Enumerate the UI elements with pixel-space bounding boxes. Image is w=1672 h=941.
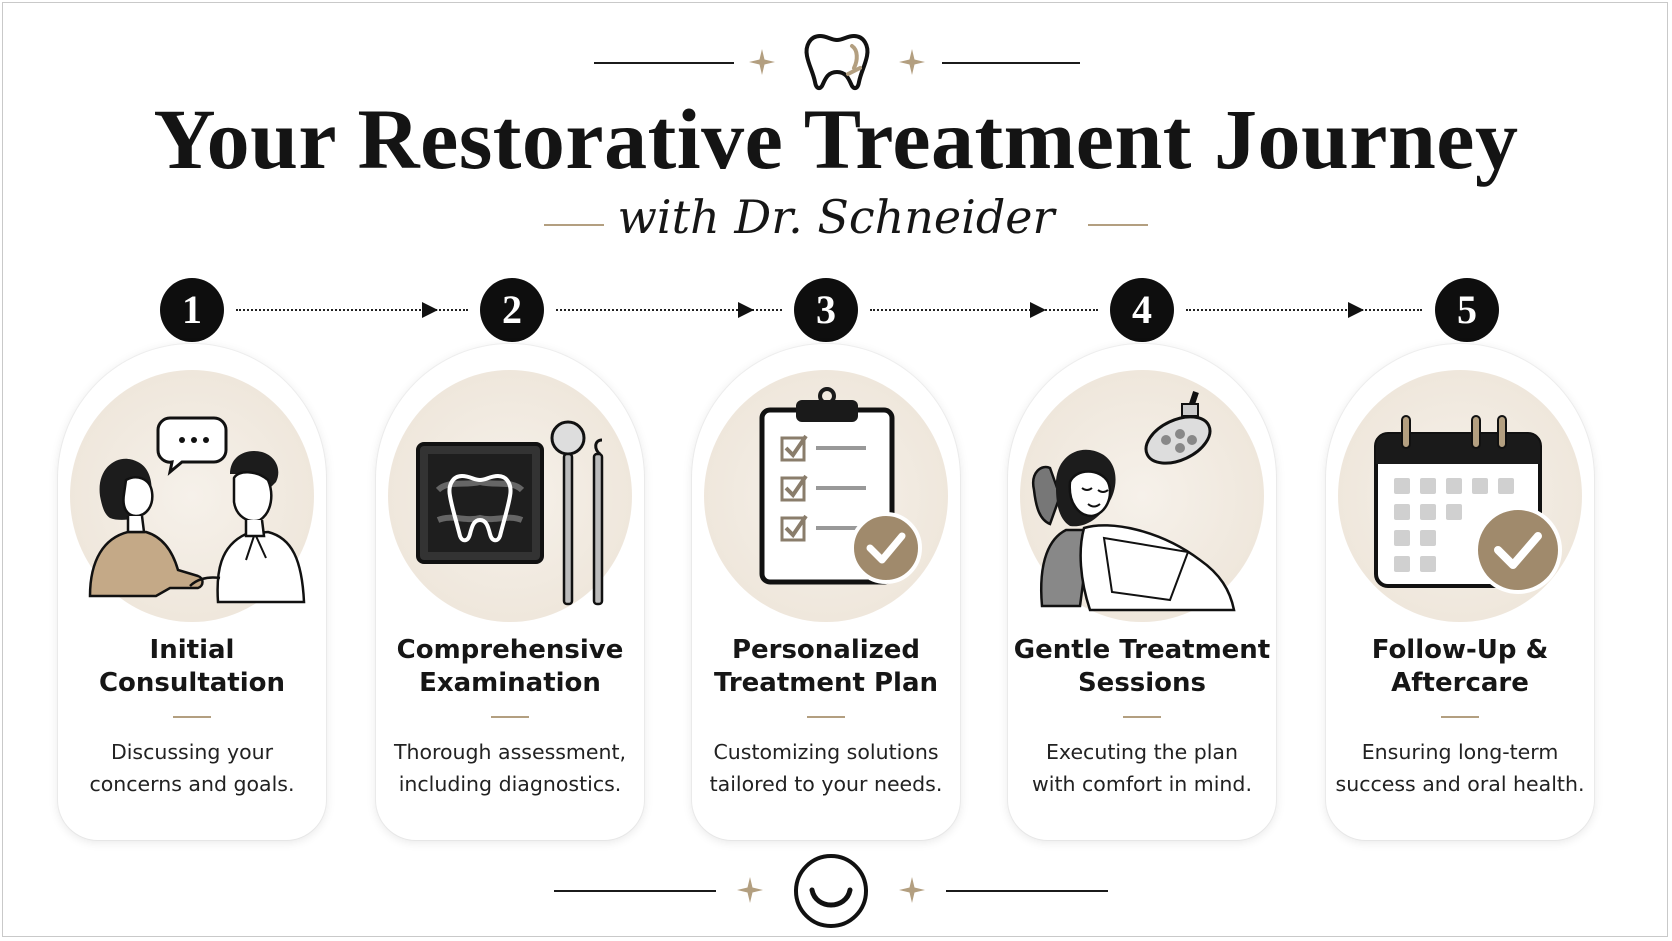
step-connector-3-4: [870, 302, 1098, 318]
title-divider: [1441, 716, 1479, 718]
title-divider: [173, 716, 211, 718]
footer-ornament: [0, 852, 1672, 928]
title-divider: [1123, 716, 1161, 718]
step-connector-2-3: [556, 302, 782, 318]
step-number-5: 5: [1435, 278, 1499, 342]
step-number-3: 3: [794, 278, 858, 342]
sparkle-icon: [749, 49, 775, 75]
step-connector-4-5: [1186, 302, 1422, 318]
step-title: Comprehensive Examination: [396, 635, 624, 698]
ornament-line-right: [942, 62, 1080, 64]
step-description: Customizing solutions tailored to your n…: [709, 740, 943, 796]
header-ornament: [0, 28, 1672, 98]
subtitle-line-left: [544, 224, 604, 226]
step-card-3: Personalized Treatment Plan Customizing …: [692, 344, 960, 840]
sparkle-icon: [899, 49, 925, 75]
calendar-check-icon: [1338, 370, 1582, 622]
patient-chair-icon: [1020, 370, 1264, 622]
xray-tools-icon: [388, 370, 632, 622]
step-number-2: 2: [480, 278, 544, 342]
smile-icon: [794, 854, 868, 928]
step-card-2: Comprehensive Examination Thorough asses…: [376, 344, 644, 840]
ornament-line-left: [554, 890, 716, 892]
title-divider: [807, 716, 845, 718]
page-subtitle: with Dr. Schneider: [617, 190, 1055, 244]
page-title: Your Restorative Treatment Journey: [153, 91, 1519, 187]
step-description: Ensuring long-term success and oral heal…: [1335, 740, 1585, 796]
step-number-1: 1: [160, 278, 224, 342]
step-description: Executing the plan with comfort in mind.: [1032, 740, 1252, 796]
subtitle-block: with Dr. Schneider: [0, 190, 1672, 250]
step-title: Follow-Up & Aftercare: [1371, 635, 1549, 698]
arrow-right-icon: [738, 302, 754, 318]
arrow-right-icon: [422, 302, 438, 318]
title-divider: [491, 716, 529, 718]
step-title: Gentle Treatment Sessions: [1013, 635, 1271, 698]
consultation-people-icon: [70, 370, 314, 622]
step-card-1: Initial Consultation Discussing your con…: [58, 344, 326, 840]
step-title: Initial Consultation: [98, 635, 286, 698]
ornament-line-right: [946, 890, 1108, 892]
arrow-right-icon: [1348, 302, 1364, 318]
step-description: Thorough assessment, including diagnosti…: [393, 740, 627, 796]
step-card-4: Gentle Treatment Sessions Executing the …: [1008, 344, 1276, 840]
step-description: Discussing your concerns and goals.: [89, 740, 295, 796]
step-title: Personalized Treatment Plan: [713, 635, 939, 698]
sparkle-icon: [899, 877, 925, 903]
ornament-line-left: [594, 62, 734, 64]
step-connector-1-2: [236, 302, 468, 318]
step-number-4: 4: [1110, 278, 1174, 342]
step-card-5: Follow-Up & Aftercare Ensuring long-term…: [1326, 344, 1594, 840]
clipboard-checklist-icon: [704, 370, 948, 622]
subtitle-line-right: [1088, 224, 1148, 226]
tooth-icon: [804, 34, 870, 91]
arrow-right-icon: [1030, 302, 1046, 318]
sparkle-icon: [737, 877, 763, 903]
